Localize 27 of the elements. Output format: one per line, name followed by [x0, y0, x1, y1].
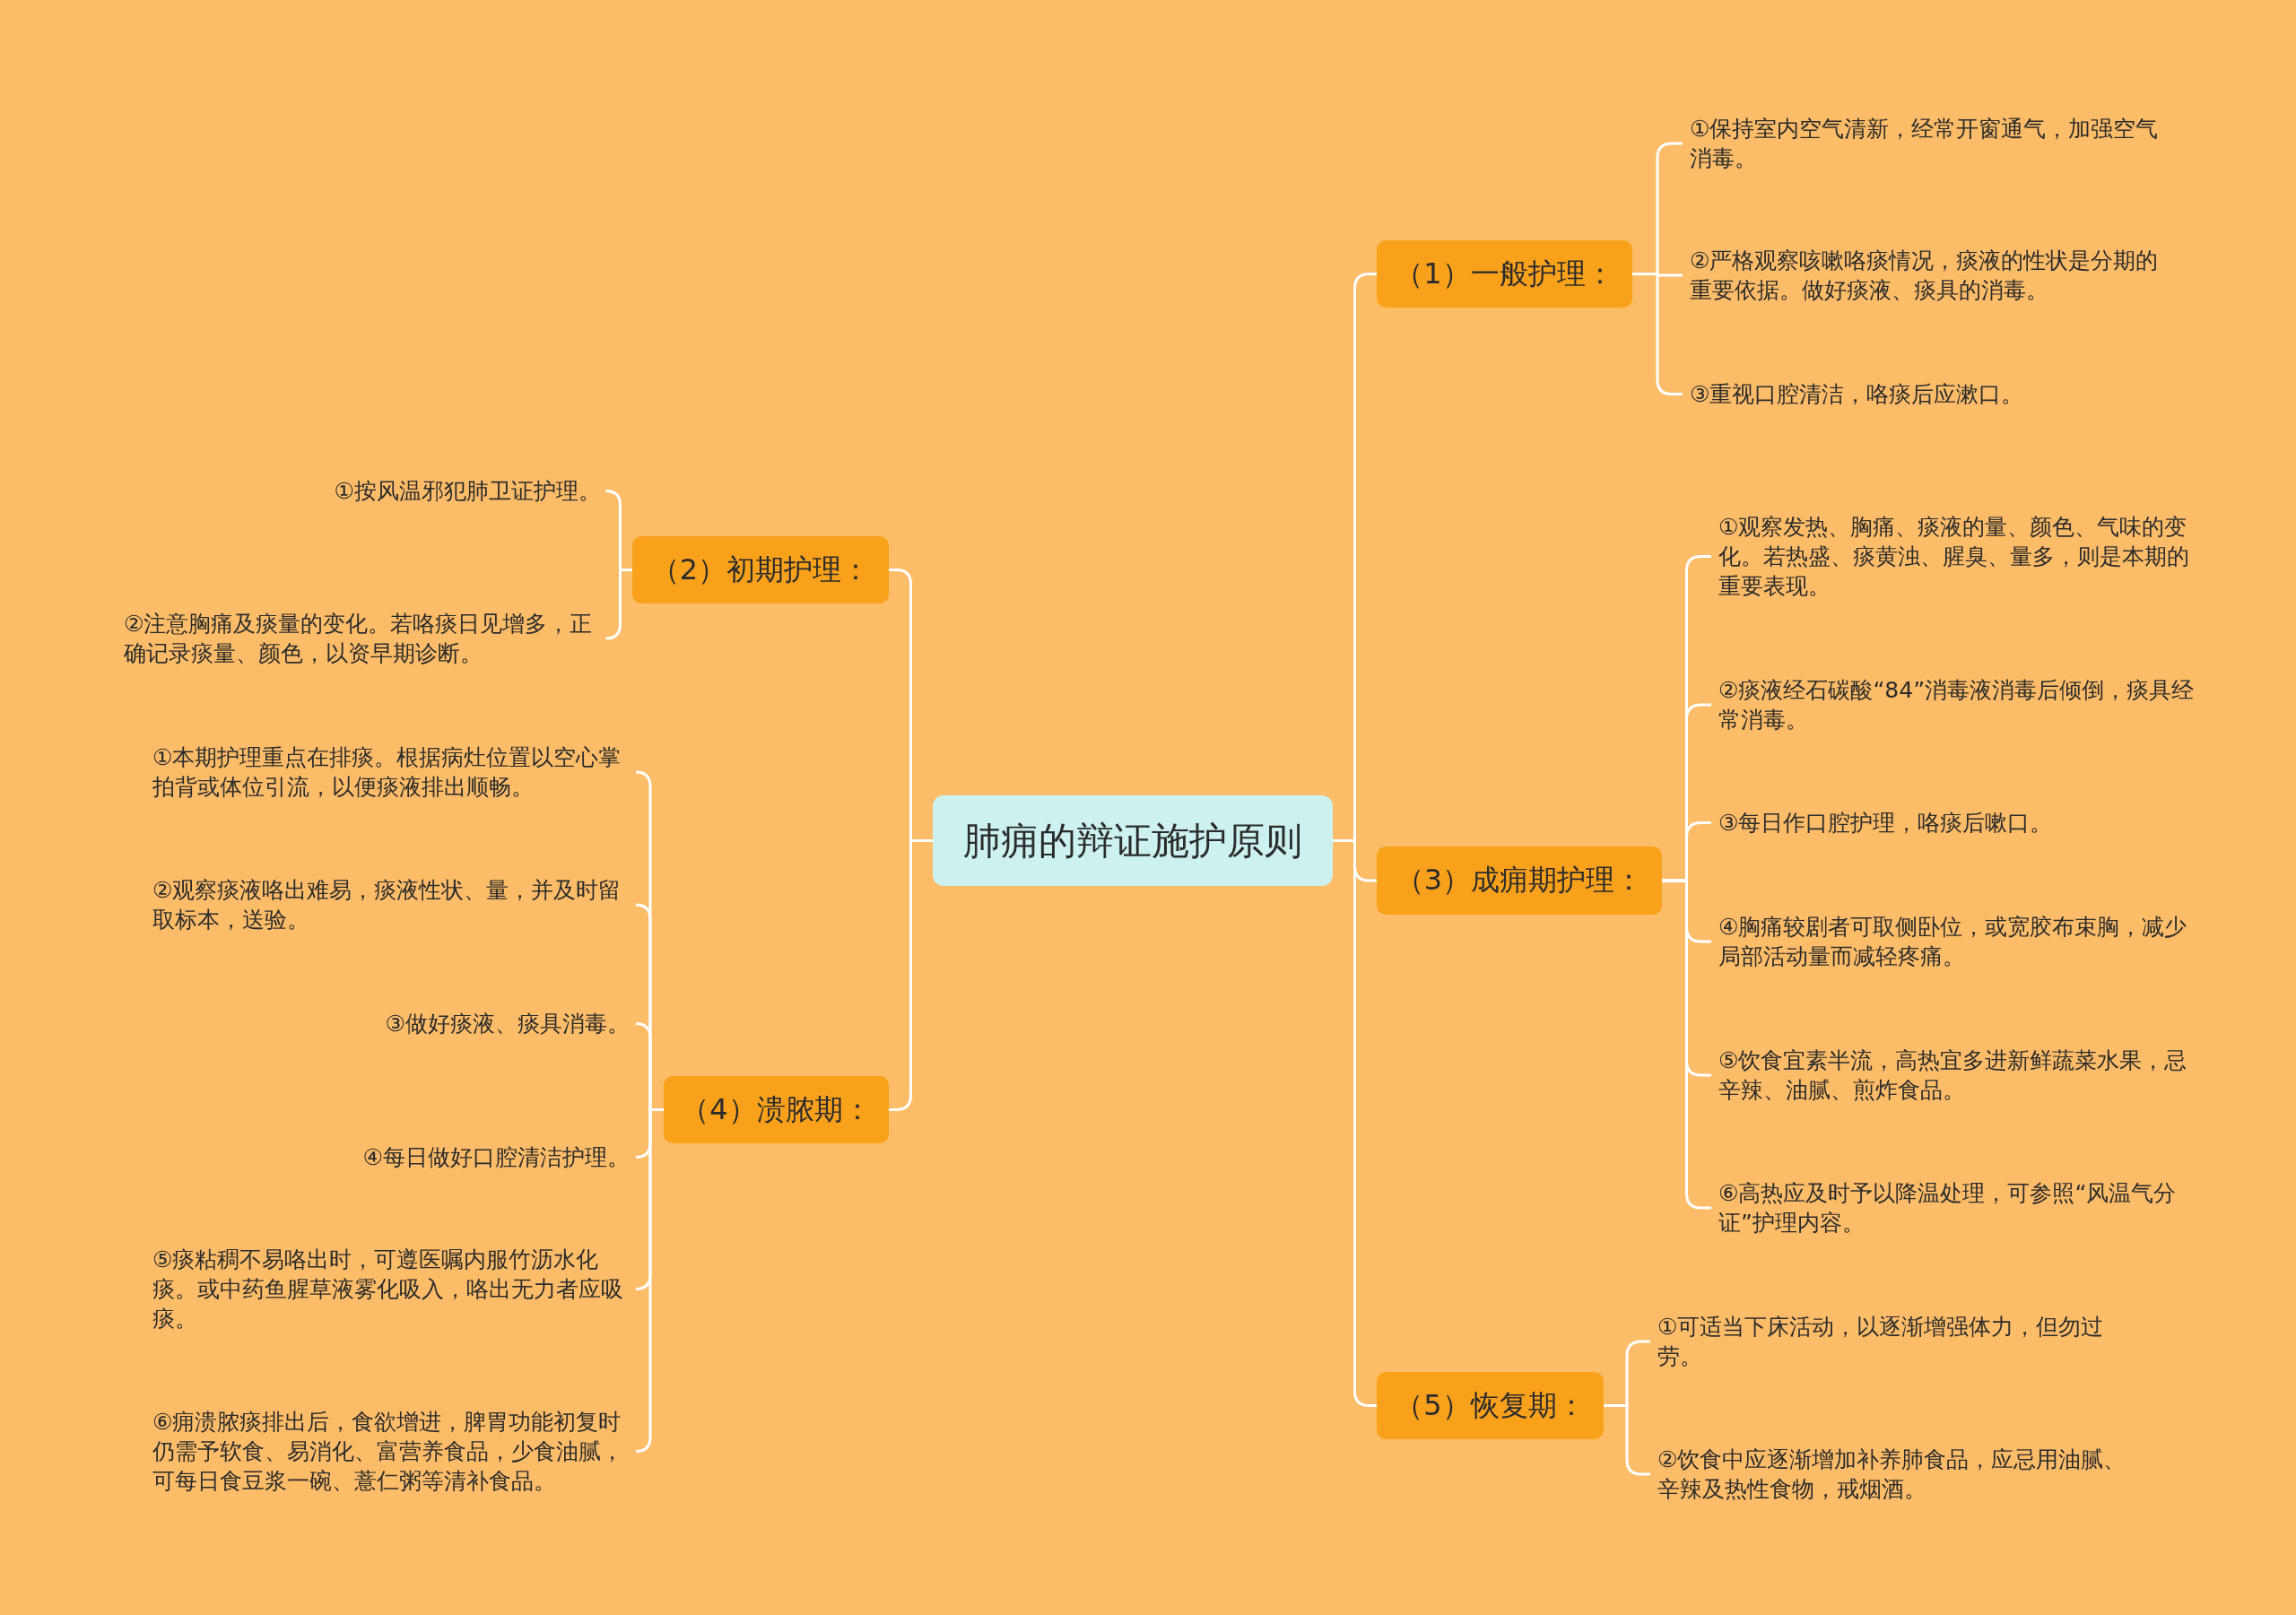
- note-text: ③重视口腔清洁，咯痰后应漱口。: [1683, 379, 2024, 409]
- connector-line: [889, 839, 933, 1111]
- note-text: ①观察发热、胸痛、痰液的量、颜色、气味的变化。若热盛、痰黄浊、腥臭、量多，则是本期的重要表现。: [1711, 512, 2196, 601]
- note-text: ④胸痛较剧者可取侧卧位，或宽胶布束胸，减少局部活动量而减轻疼痛。: [1711, 912, 2196, 971]
- topic-box: （1）一般护理：: [1377, 240, 1632, 308]
- note-text: ⑤痰粘稠不易咯出时，可遵医嘱内服竹沥水化痰。或中药鱼腥草液雾化吸入，咯出无力者应吸痰。: [152, 1245, 637, 1333]
- topic-box: （4）溃脓期：: [664, 1076, 889, 1143]
- note-text: ②饮食中应逐渐增加补养肺食品，应忌用油腻、辛辣及热性食物，戒烟酒。: [1650, 1445, 2135, 1504]
- note-text: ⑤饮食宜素半流，高热宜多进新鲜蔬菜水果，忌辛辣、油腻、煎炸食品。: [1711, 1046, 2196, 1105]
- topic-box: （2）初期护理：: [632, 536, 889, 603]
- note-text: ①按风温邪犯肺卫证护理。: [334, 476, 608, 506]
- central-topic-box: 肺痈的辩证施护原则: [933, 795, 1333, 886]
- topic-box: （5）恢复期：: [1377, 1372, 1604, 1439]
- note-text: ③做好痰液、痰具消毒。: [385, 1009, 637, 1038]
- note-text: ②严格观察咳嗽咯痰情况，痰液的性状是分期的重要依据。做好痰液、痰具的消毒。: [1683, 246, 2167, 305]
- note-text: ⑥高热应及时予以降温处理，可参照“风温气分证”护理内容。: [1711, 1178, 2196, 1237]
- note-text: ⑥痈溃脓痰排出后，食欲增进，脾胃功能初复时仍需予软食、易消化、富营养食品，少食油腻，可每日食豆浆一碗、薏仁粥等清补食品。: [152, 1407, 637, 1496]
- note-text: ②痰液经石碳酸“84”消毒液消毒后倾倒，痰具经常消毒。: [1711, 675, 2196, 734]
- note-text: ②注意胸痛及痰量的变化。若咯痰日见增多，正确记录痰量、颜色，以资早期诊断。: [124, 609, 608, 668]
- note-text: ③每日作口腔护理，咯痰后嗽口。: [1711, 808, 2053, 838]
- connector-line: [634, 1108, 664, 1453]
- note-text: ①保持室内空气清新，经常开窗通气，加强空气消毒。: [1683, 114, 2167, 173]
- note-text: ①可适当下床活动，以逐渐增强体力，但勿过劳。: [1650, 1312, 2135, 1371]
- note-text: ④每日做好口腔清洁护理。: [362, 1142, 637, 1172]
- note-text: ②观察痰液咯出难易，痰液性状、量，并及时留取标本，送验。: [152, 875, 637, 934]
- note-text: ①本期护理重点在排痰。根据病灶位置以空心掌拍背或体位引流，以便痰液排出顺畅。: [152, 742, 637, 802]
- topic-box: （3）成痈期护理：: [1377, 847, 1662, 915]
